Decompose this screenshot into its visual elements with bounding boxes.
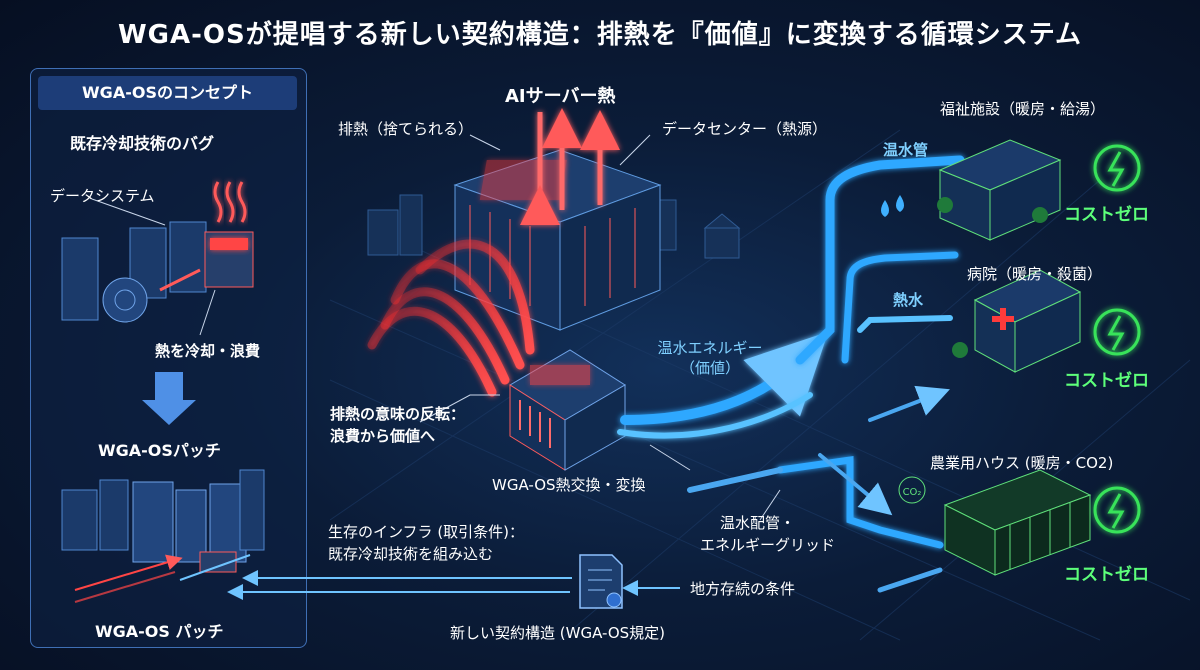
page-title: WGA-OSが提唱する新しい契約構造：排熱を『価値』に変換する循環システム [118,20,1082,50]
patch-label-bottom: WGA-OS パッチ [95,622,224,641]
hospital-building [952,269,1082,373]
hot-water-pipe-label: 熱水 [893,291,924,309]
ai-heat-arrows [520,108,620,225]
water-pipes [617,155,965,593]
datacenter-label: データセンター（熱源） [662,120,828,138]
contract-label: 新しい契約構造 (WGA-OS規定) [450,624,666,642]
leader-lines [419,134,781,521]
hot-water-energy-label-line1: 温水エネルギー [657,339,763,357]
ai-heat-label: AIサーバー熱 [505,86,616,107]
regional-condition-label: 地方存続の条件 [690,580,796,598]
reversal-label-line2: 浪費から価値へ [330,427,436,445]
survival-label-line2: 既存冷却技術を組み込む [328,545,494,563]
heat-exchanger [509,349,626,471]
destination-hospital-cost: コストゼロ [1064,371,1149,391]
waste-heat-label: 排熱（捨てられる） [338,120,474,138]
warm-water-pipe-label: 温水管 [883,141,929,159]
destination-hospital-label: 病院（暖房・殺菌） [967,265,1103,283]
patched-system-illustration [61,469,265,603]
greenhouse: CO₂ [898,469,1092,576]
destination-welfare-cost: コストゼロ [1064,205,1149,225]
svg-text:CO₂: CO₂ [903,487,922,498]
waste-heat-flows [367,239,535,397]
concept-panel-heading: WGA-OSのコンセプト [38,76,297,110]
patch-label: WGA-OSパッチ [98,441,221,460]
destination-greenhouse-label: 農業用ハウス (暖房・CO2) [930,454,1114,472]
legacy-data-system-illustration [61,181,254,336]
contract-arrows [227,570,680,600]
survival-label-line1: 生存のインフラ (取引条件)： [328,523,525,541]
destination-greenhouse-cost: コストゼロ [1064,565,1149,585]
exchanger-label: WGA-OS熱交換・変換 [492,476,646,494]
hot-water-energy-label-line2: （価値） [679,359,740,377]
pipe-grid-label-line2: エネルギーグリッド [700,536,836,554]
contract-document-icon [579,554,623,609]
pipe-grid-label-line1: 温水配管・ [720,514,796,532]
bug-label: 既存冷却技術のバグ [70,134,215,153]
waste-label: 熱を冷却・浪費 [155,342,261,360]
destination-welfare-label: 福祉施設（暖房・給湯） [940,100,1106,118]
reversal-label-line1: 排熱の意味の反転： [330,405,466,423]
welfare-facility-building [937,139,1062,241]
down-arrow [142,372,196,425]
zero-cost-power-icons [1093,144,1141,534]
data-system-label: データシステム [50,187,155,205]
water-drops-icon [881,195,904,217]
